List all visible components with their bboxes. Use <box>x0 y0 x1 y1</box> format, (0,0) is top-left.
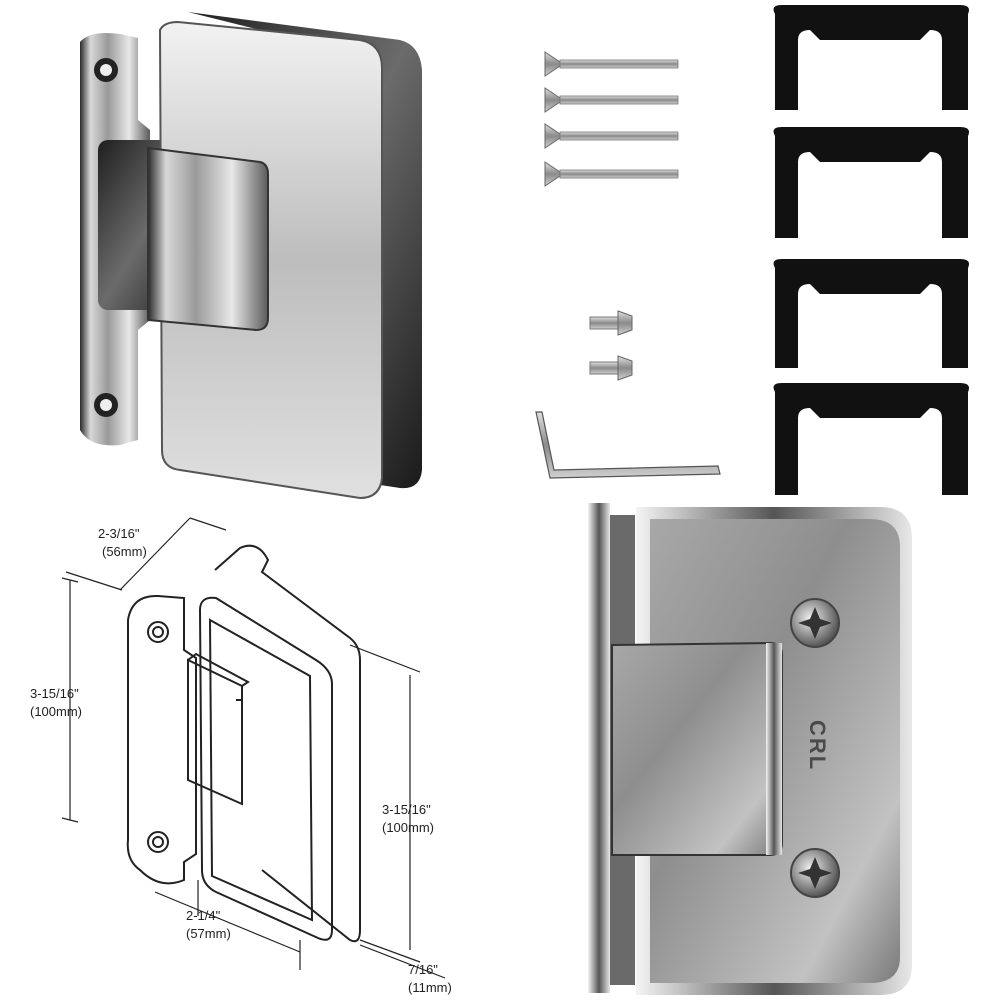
back-plate <box>188 12 422 489</box>
hinge-tongue <box>147 146 269 332</box>
phillips-screw-top <box>790 598 840 648</box>
dim-left-height-imperial: 3-15/16" <box>30 686 79 701</box>
dimension-drawing: 2-3/16" (56mm) 3-15/16" (100mm) 3-15/16"… <box>30 517 452 995</box>
hardware-kit <box>535 5 969 495</box>
gasket <box>773 5 969 110</box>
hex-key <box>535 411 721 479</box>
long-screw <box>544 123 679 149</box>
dim-bottom-width-metric: (57mm) <box>186 926 231 941</box>
gasket <box>773 259 969 368</box>
phillips-screw-bottom <box>790 848 840 898</box>
dim-top-width-metric: (56mm) <box>102 544 147 559</box>
crl-logo: CRL <box>805 720 830 771</box>
hinge-photo <box>80 12 422 500</box>
short-screw <box>589 355 633 381</box>
hinge-tongue <box>611 641 783 856</box>
dim-bottom-width-imperial: 2-1/4" <box>186 908 221 923</box>
dim-right-height-metric: (100mm) <box>382 820 434 835</box>
long-screw <box>544 161 679 187</box>
gasket <box>773 383 969 495</box>
dim-top-width-imperial: 2-3/16" <box>98 526 140 541</box>
gasket <box>773 127 969 238</box>
back-flange <box>588 503 610 993</box>
short-screw <box>589 310 633 336</box>
long-screw <box>544 51 679 77</box>
front-plate <box>158 20 383 500</box>
dim-depth-imperial: 7/16" <box>408 962 438 977</box>
hinge-closeup: CRL <box>588 503 912 995</box>
dim-depth-metric: (11mm) <box>408 980 452 995</box>
dim-left-height-metric: (100mm) <box>30 704 82 719</box>
dim-right-height-imperial: 3-15/16" <box>382 802 431 817</box>
long-screw <box>544 87 679 113</box>
